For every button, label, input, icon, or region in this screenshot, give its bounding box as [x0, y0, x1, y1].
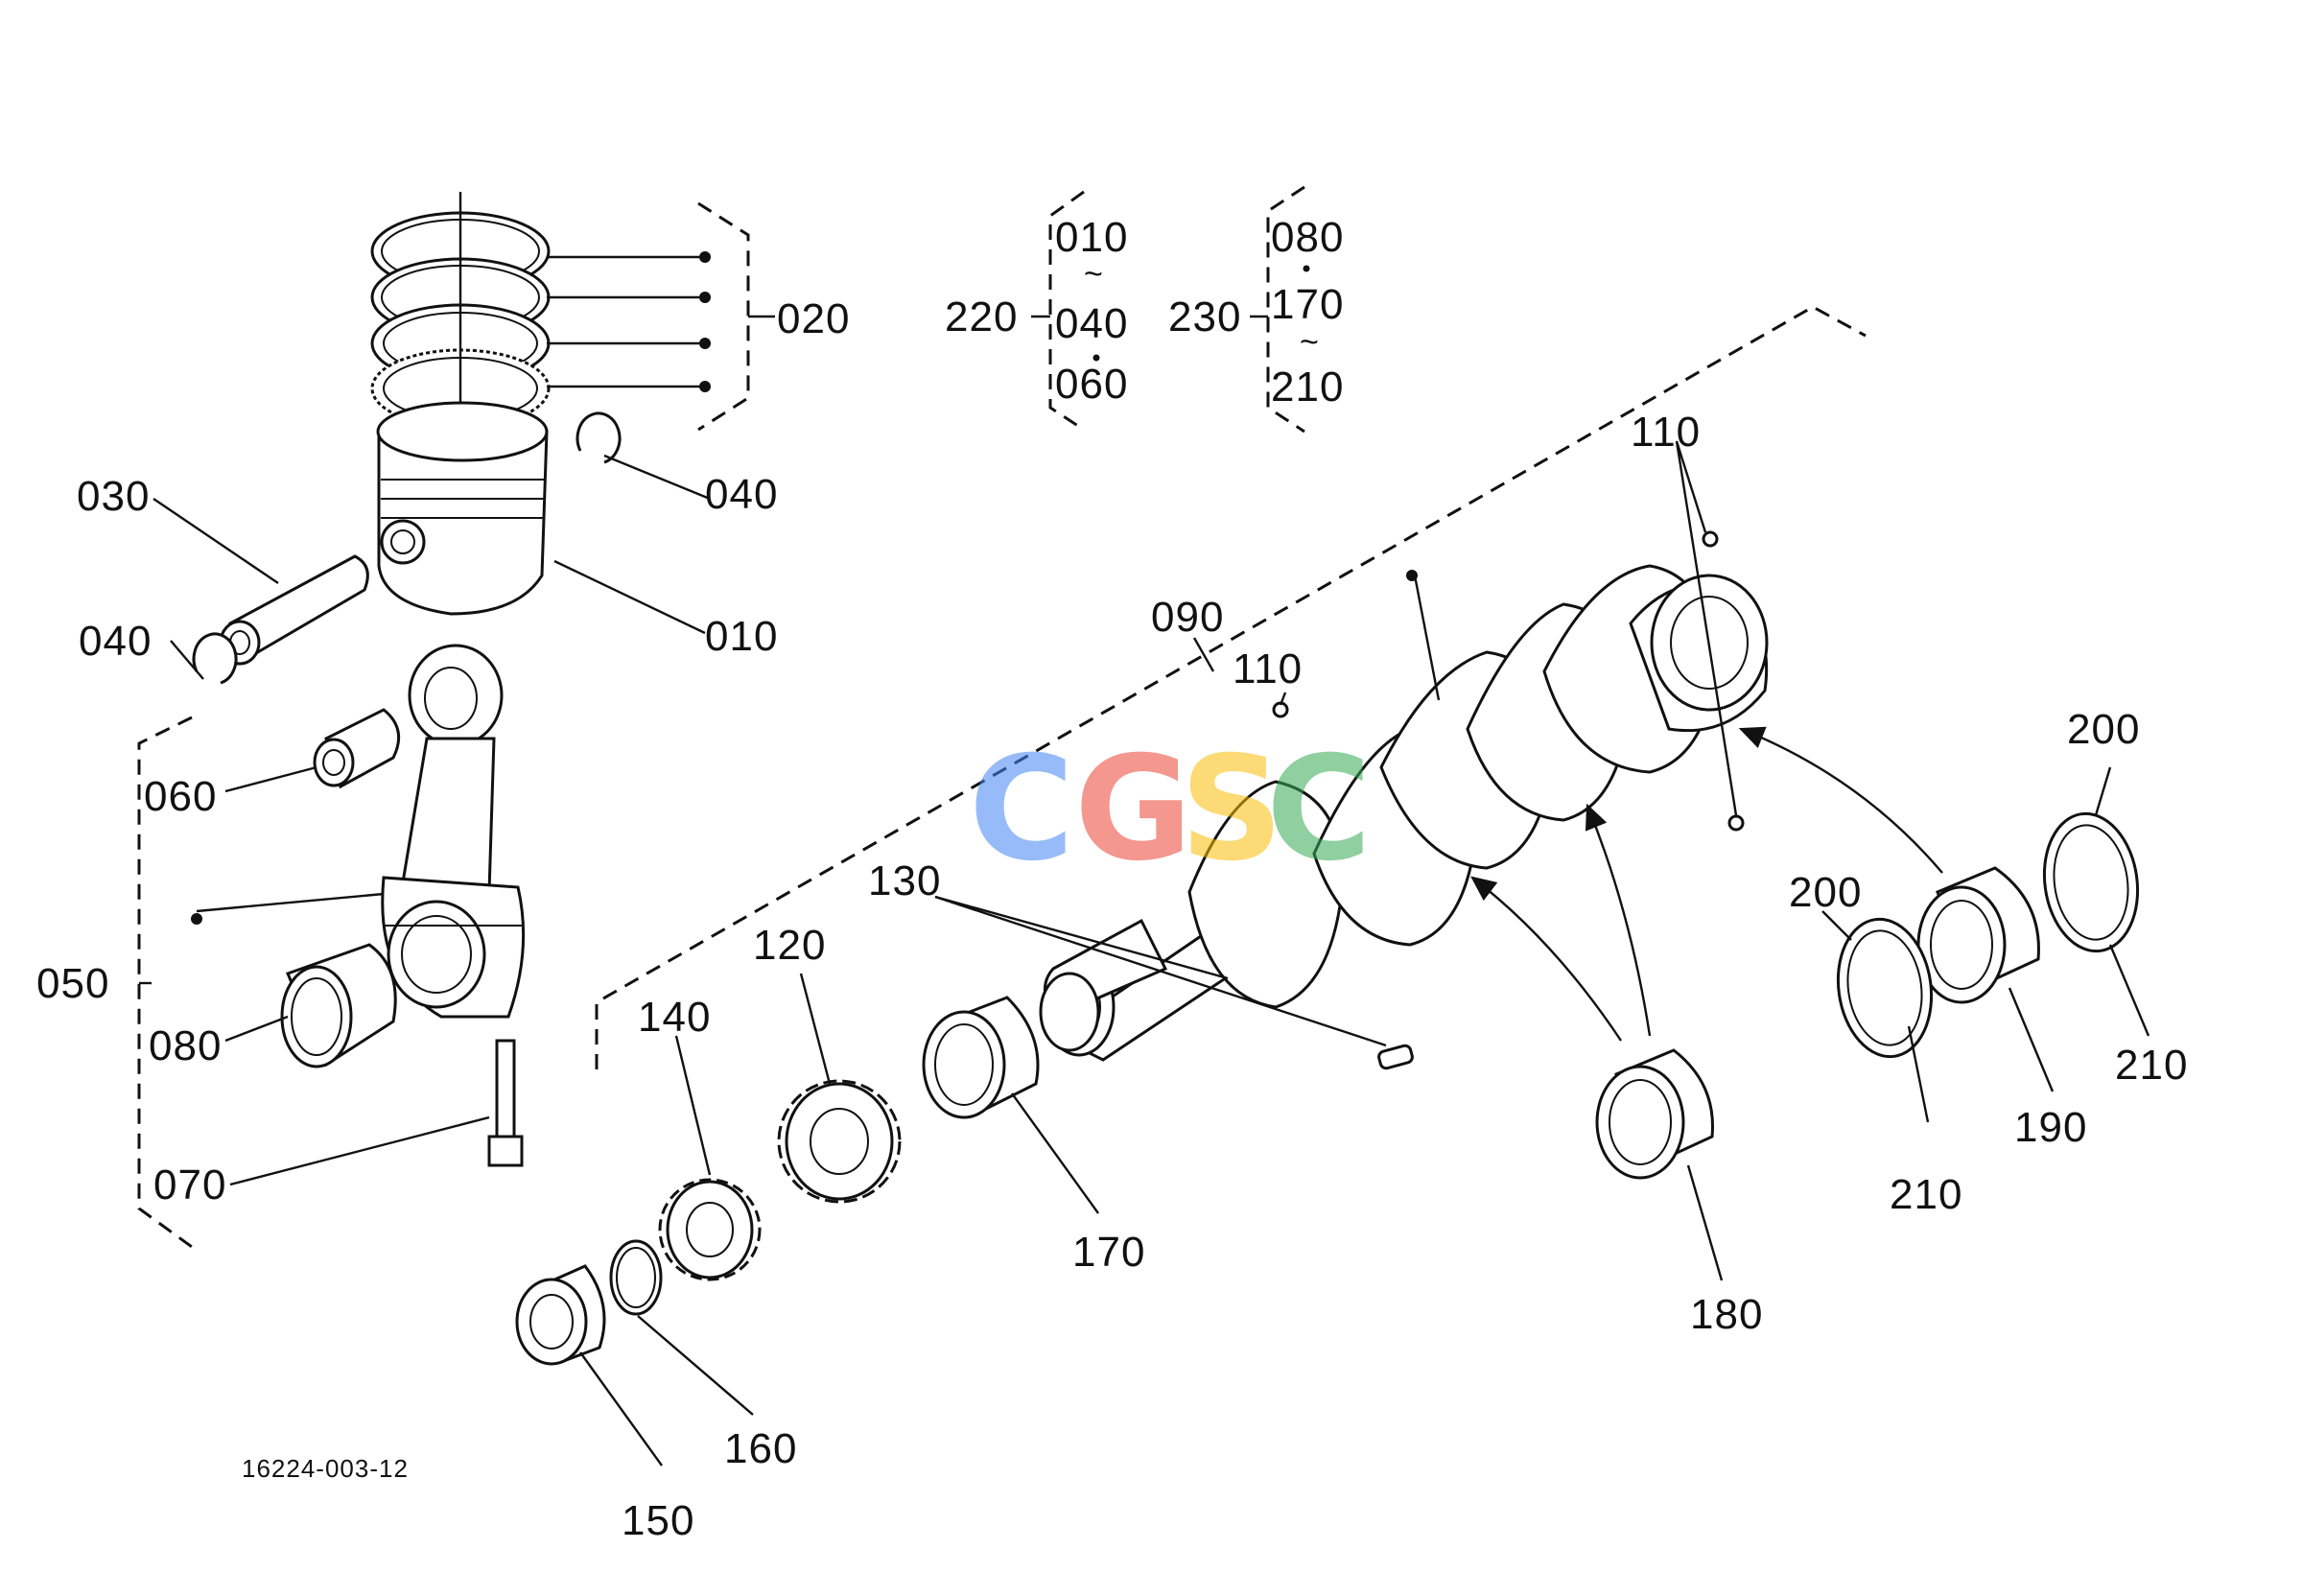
watermark: C G S C — [969, 726, 1372, 893]
o-ring-160 — [609, 1239, 663, 1316]
label-220-item-1: 010 — [1055, 214, 1128, 261]
label-040-left: 040 — [79, 618, 152, 665]
bracket-230 — [1266, 185, 1305, 434]
watermark-letter-s: S — [1180, 726, 1283, 893]
label-230: 230 — [1168, 293, 1241, 340]
label-230-item-2: 170 — [1271, 281, 1344, 328]
bracket-020 — [697, 201, 750, 432]
label-020: 020 — [777, 295, 850, 342]
label-200-rear: 200 — [2067, 706, 2140, 753]
callouts: 020 030 040 010 040 060 050 080 070 090 … — [36, 214, 2188, 1544]
label-230-item-3: 210 — [1271, 364, 1344, 411]
label-040-right: 040 — [705, 471, 778, 518]
snap-ring-right — [576, 411, 622, 464]
bushing-150 — [515, 1264, 606, 1366]
label-230-item-1: 080 — [1271, 214, 1344, 261]
spline-shaft — [1039, 918, 1168, 1052]
rod-bolt — [487, 1039, 524, 1167]
gear-140 — [658, 1178, 762, 1281]
label-010: 010 — [705, 613, 778, 660]
label-070: 070 — [153, 1162, 226, 1209]
label-210-rear: 210 — [2115, 1042, 2188, 1089]
leaders — [139, 255, 2150, 1467]
label-160: 160 — [724, 1425, 797, 1472]
drawing-number: 16224-003-12 — [242, 1454, 409, 1483]
crankshaft-key — [1377, 1044, 1414, 1070]
thrust-ring-front — [1836, 917, 1934, 1059]
watermark-letter-g: G — [1074, 726, 1192, 893]
watermark-letter-c1: C — [969, 726, 1074, 893]
label-170: 170 — [1072, 1229, 1145, 1276]
bracket-090 — [595, 305, 1867, 1069]
piston-pin — [219, 554, 369, 666]
gear-120 — [777, 1079, 902, 1204]
bracket-220 — [1048, 190, 1085, 432]
label-230-range: ~ — [1300, 324, 1320, 361]
label-140: 140 — [638, 994, 711, 1041]
label-220: 220 — [945, 293, 1018, 340]
label-200-front: 200 — [1789, 869, 1862, 916]
label-220-item-2: 040 — [1055, 300, 1128, 347]
bracket-050 — [137, 716, 193, 1249]
thrust-ring-rear — [2042, 811, 2140, 953]
bearing-170 — [922, 996, 1040, 1119]
label-030: 030 — [77, 473, 150, 520]
label-180: 180 — [1690, 1291, 1763, 1338]
crankpin-bearing — [280, 943, 397, 1068]
reference-dots — [191, 251, 1418, 925]
bearing-180 — [1595, 1048, 1714, 1180]
snap-ring-left — [192, 632, 238, 685]
small-end-bushing — [313, 708, 401, 789]
piston — [376, 401, 549, 616]
label-060: 060 — [144, 773, 217, 820]
piston-rings — [370, 192, 551, 451]
label-080: 080 — [149, 1022, 222, 1069]
label-090: 090 — [1151, 594, 1224, 641]
bearing-190 — [1916, 866, 2040, 1004]
label-130: 130 — [868, 857, 941, 904]
label-050: 050 — [36, 960, 109, 1007]
label-210-front: 210 — [1890, 1171, 1962, 1218]
label-220-item-3: 060 — [1055, 361, 1128, 408]
plugs — [1272, 530, 1745, 832]
connecting-rod — [381, 644, 526, 1019]
watermark-letter-c2: C — [1266, 726, 1372, 893]
label-110-rear: 110 — [1631, 409, 1701, 456]
label-190: 190 — [2014, 1104, 2087, 1151]
label-110-front: 110 — [1233, 645, 1303, 692]
label-220-range: ~ — [1084, 256, 1104, 293]
label-150: 150 — [622, 1497, 694, 1544]
label-120: 120 — [753, 922, 826, 969]
